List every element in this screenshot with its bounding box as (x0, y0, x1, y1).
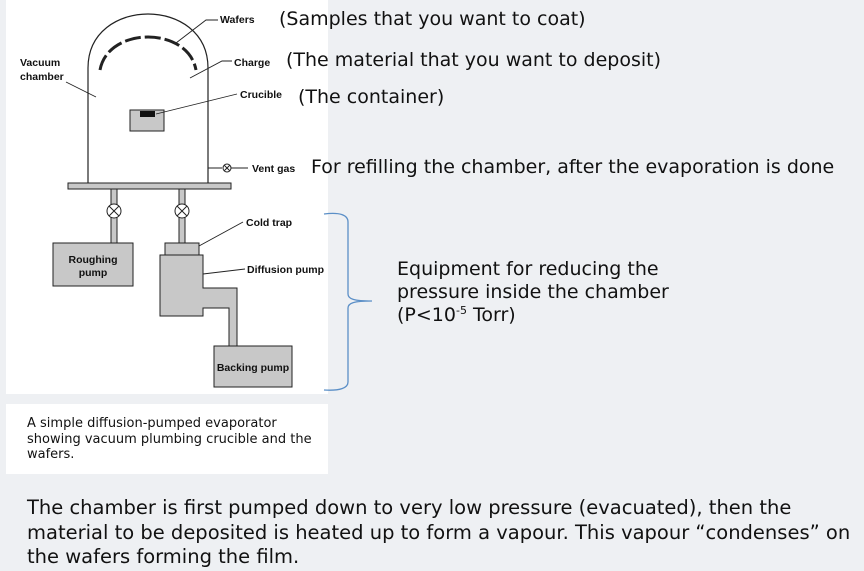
label-backing-pump: Backing pump (217, 362, 289, 374)
label-vacuum-chamber-1: Vacuum (20, 57, 60, 69)
equipment-line-3: (P<10-5 Torr) (397, 304, 669, 327)
charge (140, 111, 155, 117)
label-charge: Charge (234, 57, 270, 69)
roughing-valve-icon (106, 203, 122, 219)
label-vacuum-chamber-2: chamber (20, 71, 64, 83)
roughing-pump (52, 242, 134, 287)
note-charge: (The material that you want to deposit) (286, 49, 662, 71)
caption-panel (6, 404, 328, 474)
note-crucible: (The container) (298, 86, 445, 108)
vent-valve-icon (222, 163, 232, 173)
wafers-arc (98, 35, 198, 71)
pressure-prefix: (P<10 (397, 304, 456, 326)
pressure-exponent: -5 (455, 304, 467, 317)
equipment-bracket (323, 212, 373, 391)
high-vacuum-valve-icon (174, 203, 190, 219)
label-vent-gas: Vent gas (252, 163, 295, 175)
equipment-line-2: pressure inside the chamber (397, 281, 669, 303)
vacuum-chamber-bell-jar (87, 13, 209, 183)
label-roughing-pump-1: Roughing (69, 254, 118, 266)
equipment-line-1: Equipment for reducing the (397, 258, 659, 280)
label-cold-trap: Cold trap (246, 217, 292, 229)
base-plate (67, 182, 232, 190)
crucible (129, 109, 165, 132)
label-diffusion-pump: Diffusion pump (247, 264, 324, 276)
equipment-description: Equipment for reducing the pressure insi… (397, 258, 669, 327)
label-wafers: Wafers (220, 14, 255, 26)
label-crucible: Crucible (240, 89, 282, 101)
backing-pump (213, 345, 293, 388)
note-vent: For refilling the chamber, after the eva… (311, 156, 835, 178)
pressure-unit: Torr) (466, 304, 516, 326)
figure-caption: A simple diffusion-pumped evaporator sho… (27, 416, 312, 462)
label-roughing-pump-2: pump (79, 267, 108, 279)
explanation-paragraph: The chamber is first pumped down to very… (27, 496, 851, 568)
note-wafers: (Samples that you want to coat) (279, 8, 586, 30)
diffusion-pump (159, 254, 238, 347)
cold-trap (164, 242, 200, 256)
